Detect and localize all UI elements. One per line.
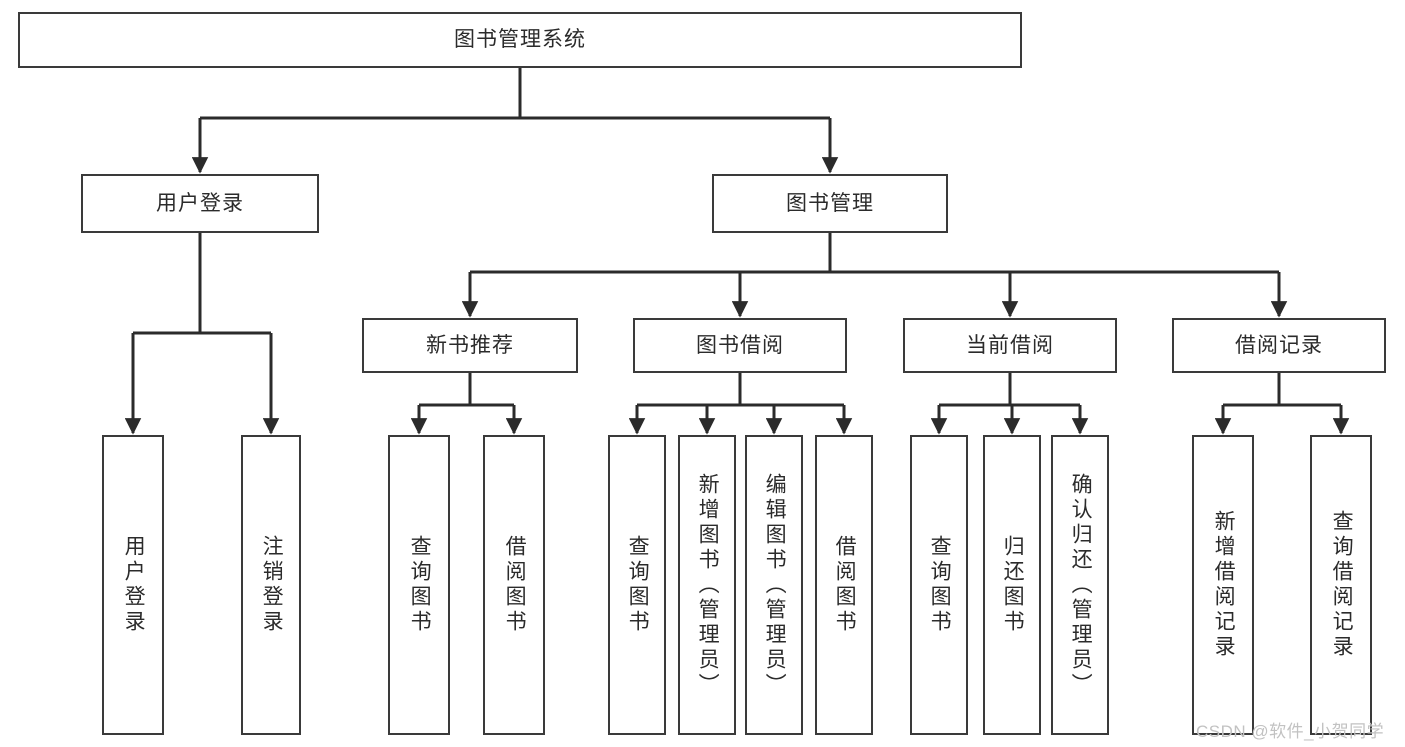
node-label: 新增图书（管理员） <box>696 472 720 698</box>
node-lf11[interactable]: 确认归还（管理员） <box>1051 435 1109 735</box>
node-l1a[interactable]: 用户登录 <box>81 174 319 233</box>
node-label: 图书管理 <box>786 191 874 215</box>
node-label: 借阅记录 <box>1235 333 1323 357</box>
node-root[interactable]: 图书管理系统 <box>18 12 1022 68</box>
node-lf12[interactable]: 新增借阅记录 <box>1192 435 1254 735</box>
node-l2b[interactable]: 图书借阅 <box>633 318 847 373</box>
node-label: 查询图书 <box>626 535 650 635</box>
node-label: 查询借阅记录 <box>1330 510 1354 660</box>
node-label: 新书推荐 <box>426 333 514 357</box>
node-l2d[interactable]: 借阅记录 <box>1172 318 1386 373</box>
node-label: 编辑图书（管理员） <box>763 472 787 698</box>
node-label: 用户登录 <box>122 535 146 635</box>
node-lf7[interactable]: 编辑图书（管理员） <box>745 435 803 735</box>
node-label: 归还图书 <box>1001 535 1025 635</box>
node-label: 借阅图书 <box>503 535 527 635</box>
node-l2a[interactable]: 新书推荐 <box>362 318 578 373</box>
node-label: 当前借阅 <box>966 333 1054 357</box>
node-l1b[interactable]: 图书管理 <box>712 174 948 233</box>
node-lf6[interactable]: 新增图书（管理员） <box>678 435 736 735</box>
node-lf10[interactable]: 归还图书 <box>983 435 1041 735</box>
node-label: 图书借阅 <box>696 333 784 357</box>
node-label: 借阅图书 <box>833 535 857 635</box>
node-lf5[interactable]: 查询图书 <box>608 435 666 735</box>
node-lf2[interactable]: 注销登录 <box>241 435 301 735</box>
node-label: 查询图书 <box>408 535 432 635</box>
node-lf8[interactable]: 借阅图书 <box>815 435 873 735</box>
node-label: 确认归还（管理员） <box>1069 472 1093 698</box>
node-label: 注销登录 <box>260 535 284 635</box>
node-lf1[interactable]: 用户登录 <box>102 435 164 735</box>
node-label: 图书管理系统 <box>454 28 586 52</box>
node-label: 新增借阅记录 <box>1212 510 1236 660</box>
node-lf3[interactable]: 查询图书 <box>388 435 450 735</box>
node-label: 用户登录 <box>156 191 244 215</box>
node-lf13[interactable]: 查询借阅记录 <box>1310 435 1372 735</box>
node-lf9[interactable]: 查询图书 <box>910 435 968 735</box>
node-label: 查询图书 <box>928 535 952 635</box>
node-l2c[interactable]: 当前借阅 <box>903 318 1117 373</box>
node-lf4[interactable]: 借阅图书 <box>483 435 545 735</box>
watermark-text: CSDN @软件_小贺同学 <box>1196 722 1385 741</box>
